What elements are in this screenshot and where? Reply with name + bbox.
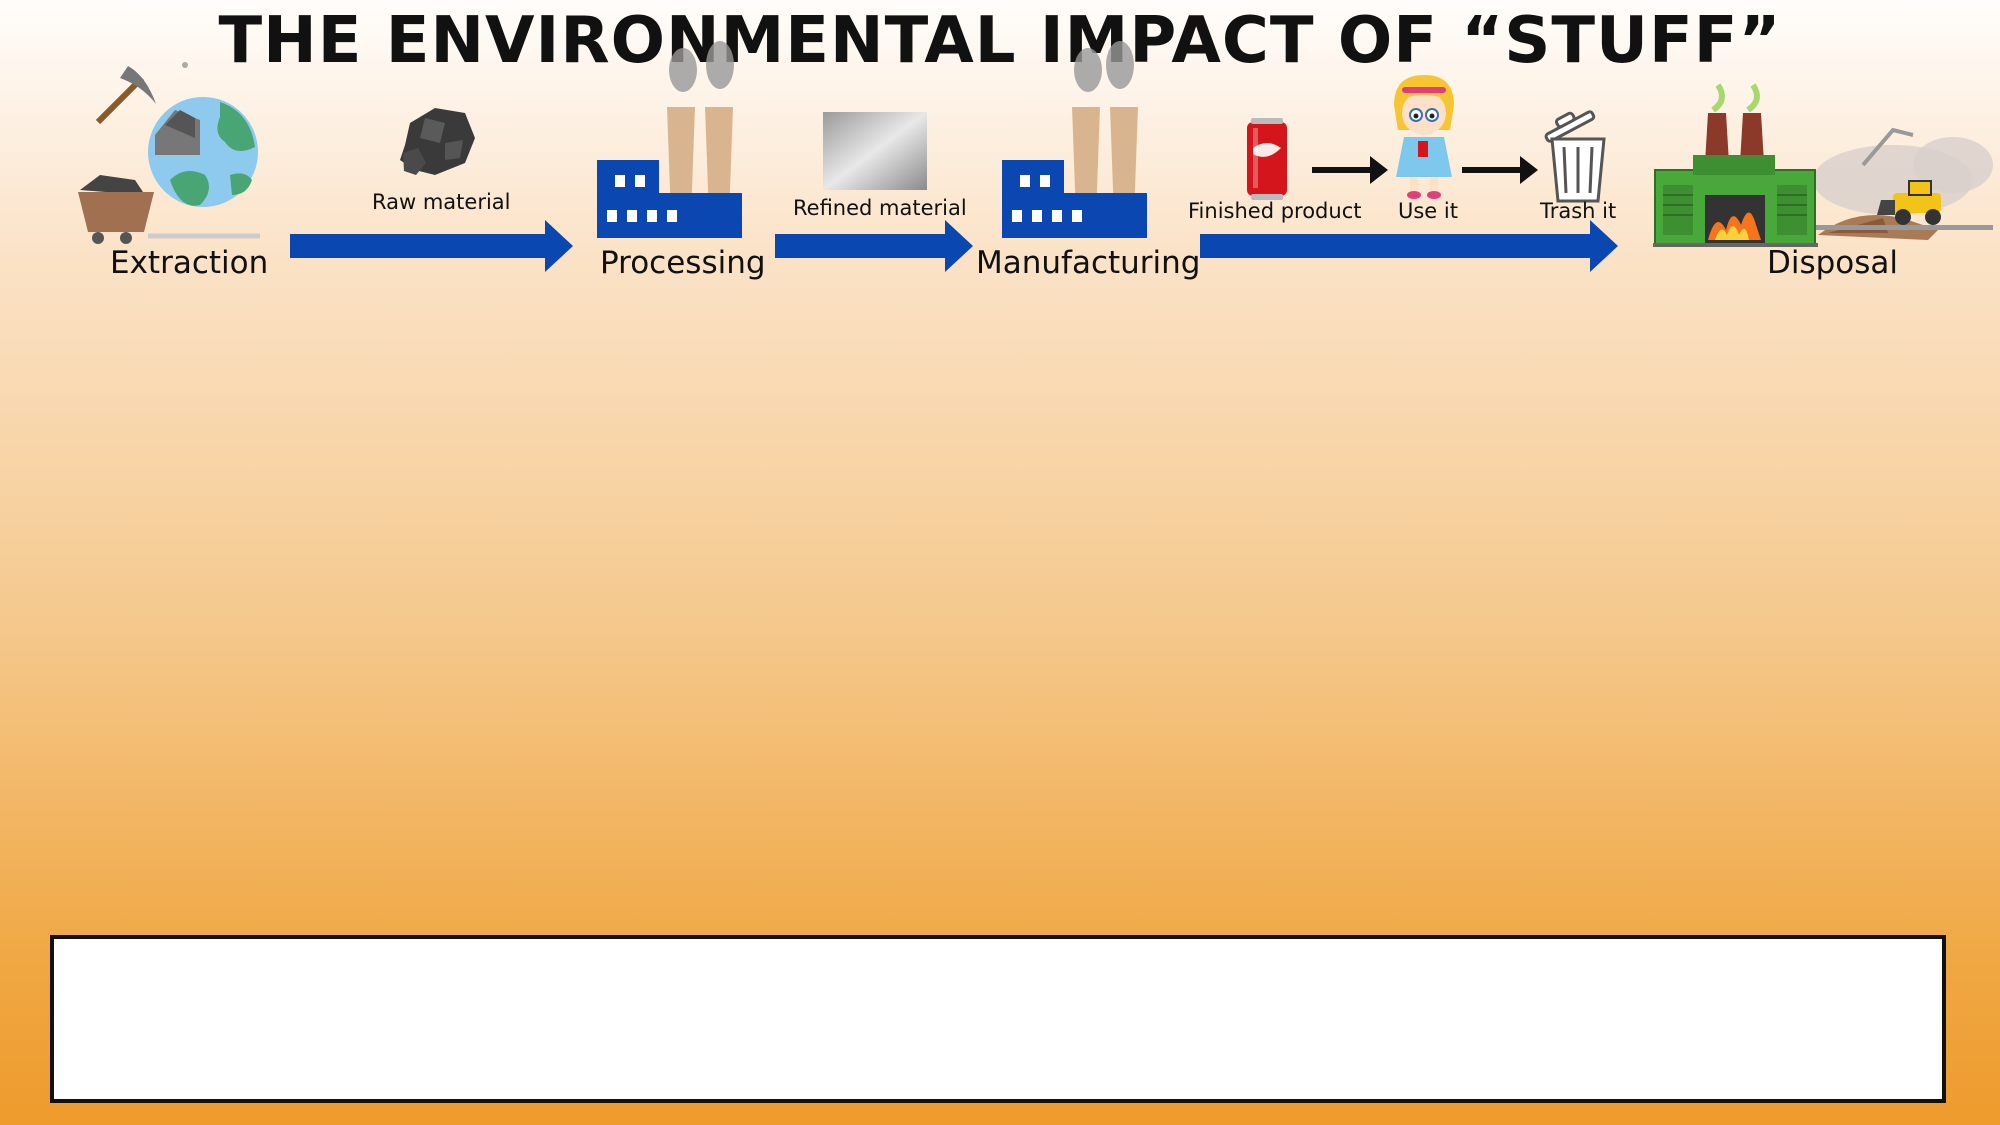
trash-it-label: Trash it — [1540, 199, 1617, 223]
use-it-label: Use it — [1398, 199, 1458, 223]
coal-rock-icon — [400, 108, 475, 175]
factory-icon — [1002, 41, 1147, 238]
arrow-right-icon — [1462, 156, 1538, 184]
stage-label-extraction: Extraction — [110, 245, 269, 281]
stage-label-manufacturing: Manufacturing — [976, 245, 1201, 281]
metal-sheet-icon — [823, 112, 927, 190]
factory-icon — [597, 41, 742, 238]
arrow-right-icon — [1312, 156, 1388, 184]
page-title: THE ENVIRONMENTAL IMPACT OF “STUFF” — [218, 4, 1782, 78]
mining-earth-icon — [78, 62, 260, 244]
arrow-right-icon — [775, 220, 973, 272]
soda-can-icon — [1247, 118, 1287, 200]
girl-icon — [1394, 75, 1454, 199]
refined-material-label: Refined material — [793, 196, 967, 220]
answer-text-box[interactable] — [50, 935, 1946, 1103]
trash-can-icon — [1544, 110, 1606, 203]
stage-label-processing: Processing — [600, 245, 766, 281]
incinerator-landfill-icon — [1653, 83, 1993, 247]
finished-product-label: Finished product — [1188, 199, 1362, 223]
stage-label-disposal: Disposal — [1767, 245, 1899, 281]
arrow-right-icon — [1200, 220, 1618, 272]
arrow-right-icon — [290, 220, 573, 272]
raw-material-label: Raw material — [372, 190, 511, 214]
